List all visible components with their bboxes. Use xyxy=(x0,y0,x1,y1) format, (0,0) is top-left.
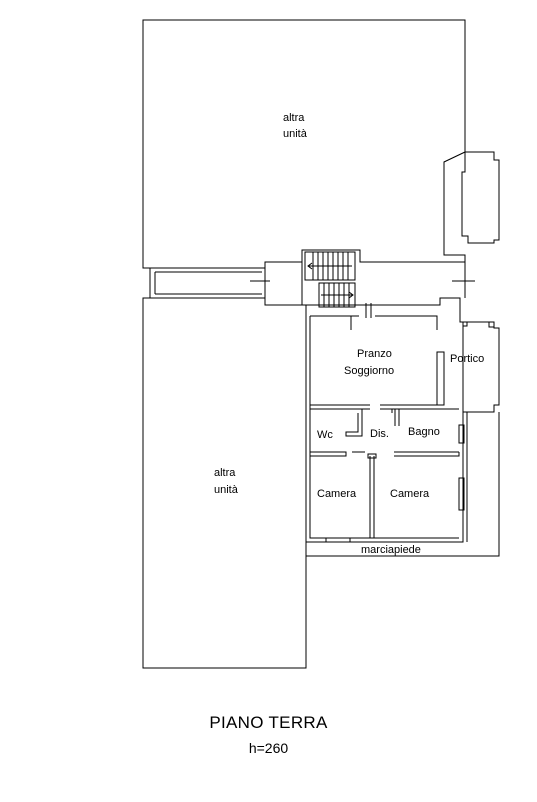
hall-label: Dis. xyxy=(370,428,389,440)
sidewalk-outline xyxy=(306,412,500,557)
bedroom-right-label: Camera xyxy=(390,488,430,500)
living-south-wall xyxy=(310,404,459,410)
plan-height-note: h=260 xyxy=(248,740,289,756)
porch-label: Portico xyxy=(450,353,484,365)
plan-title: PIANO TERRA xyxy=(209,713,328,732)
lower-unit-label-1: altra xyxy=(214,467,236,479)
apartment-outline xyxy=(305,297,464,543)
staircase xyxy=(301,251,356,308)
living-porch-wall xyxy=(436,351,445,406)
bath-walls xyxy=(391,409,460,457)
corridor-inner xyxy=(154,271,262,295)
living-label-1: Pranzo xyxy=(357,348,392,360)
wc-label: Wc xyxy=(317,429,333,441)
porch-column-2 xyxy=(488,321,495,328)
upper-unit-label-2: unità xyxy=(283,128,308,140)
upper-unit-outline xyxy=(142,19,466,269)
bedroom-window xyxy=(458,477,465,511)
corridor-outline xyxy=(149,267,266,299)
bath-window xyxy=(458,424,465,444)
wc-walls xyxy=(310,409,365,457)
annex-upper xyxy=(461,151,500,244)
porch-outline xyxy=(460,321,500,413)
bedroom-left-label: Camera xyxy=(317,488,357,500)
lower-unit-outline xyxy=(142,297,307,669)
sidewalk-label: marciapiede xyxy=(361,544,421,556)
bath-label: Bagno xyxy=(408,426,440,438)
bedroom-divider xyxy=(367,453,377,538)
living-label-2: Soggiorno xyxy=(344,365,394,377)
lower-unit-label-2: unità xyxy=(214,484,239,496)
bedroom-window-south xyxy=(325,537,351,543)
upper-unit-label-1: altra xyxy=(283,112,305,124)
porch-column xyxy=(462,321,468,327)
